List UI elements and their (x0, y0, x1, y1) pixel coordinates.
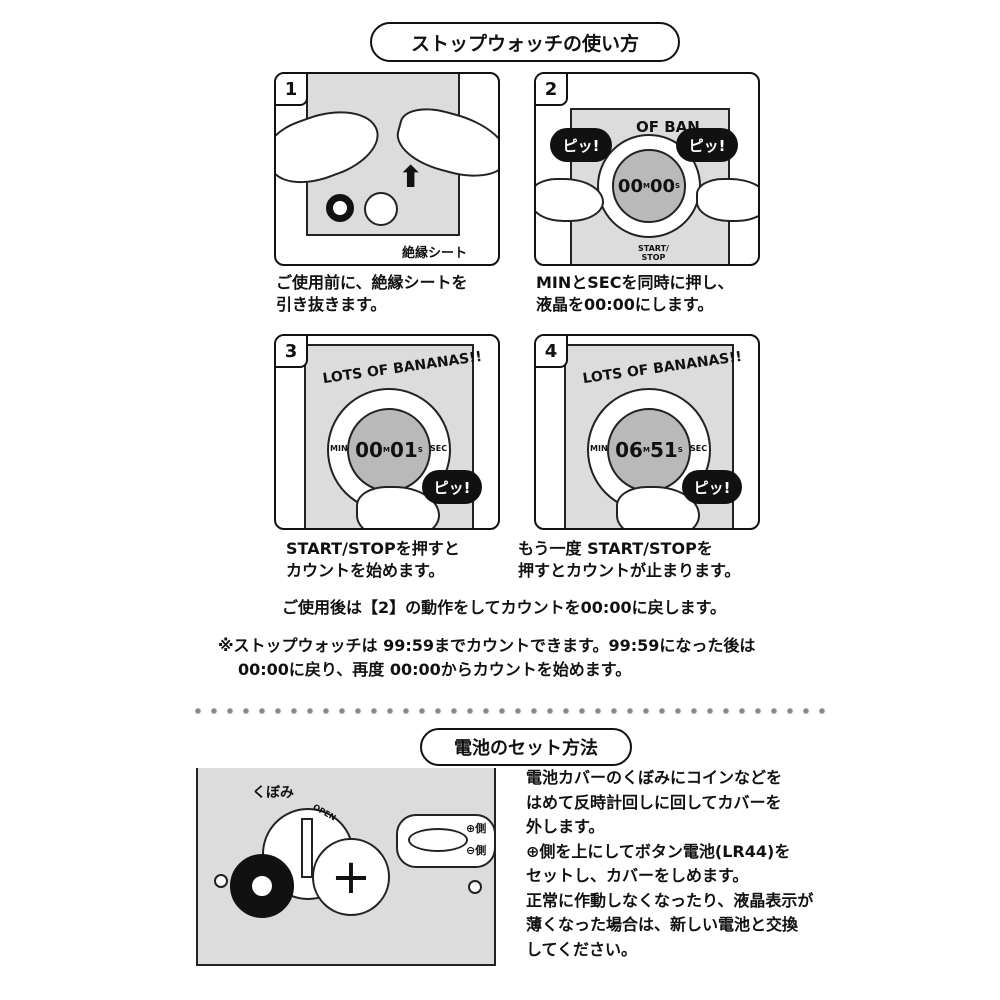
step-1-caption: ご使用前に、絶縁シートを 引き抜きます。 (276, 273, 468, 314)
battery-hole (326, 194, 354, 222)
plus-icon: + (330, 849, 372, 905)
kubomi-label: くぼみ (252, 785, 294, 801)
min-label: MIN (330, 444, 348, 453)
battery-instructions: 電池カバーのくぼみにコインなどを はめて反時計回しに回してカバーを 外します。 … (526, 768, 814, 959)
insulation-sheet-label: 絶縁シート (402, 246, 468, 261)
up-arrow-icon: ⬆ (398, 160, 424, 195)
battery-slot (364, 192, 398, 226)
plus-side-label: ⊕側 (466, 822, 487, 835)
beep-bubble: ピッ! (682, 470, 742, 504)
sec-label: SEC (430, 444, 448, 453)
finger-left (536, 178, 604, 222)
battery-illustration: くぼみ OPEN + ⊕側 ⊖側 (196, 768, 496, 968)
beep-bubble: ピッ! (422, 470, 482, 504)
minus-circle-icon: ⊖ (466, 844, 476, 857)
step-3-number: 3 (276, 336, 308, 368)
step-4-caption: もう一度 START/STOPを 押すとカウントが止まります。 (518, 539, 741, 580)
after-use-note: ご使用後は【2】の動作をしてカウントを00:00に戻します。 (282, 598, 726, 617)
start-stop-button-label: START/STOP (638, 244, 669, 262)
button-battery-icon (408, 828, 468, 852)
finger-right (696, 178, 758, 222)
step-2-caption: MINとSECを同時に押し、 液晶を00:00にします。 (536, 273, 734, 314)
battery-hole (230, 854, 294, 918)
step-3-caption: START/STOPを押すと カウントを始めます。 (286, 539, 460, 580)
step-2-number: 2 (536, 74, 568, 106)
screw-hole (214, 874, 228, 888)
battery-coin: + (312, 838, 390, 916)
limit-note: ※ストップウォッチは 99:59までカウントできます。99:59になった後は 0… (218, 636, 756, 679)
step-4-number: 4 (536, 336, 568, 368)
step-1-number: 1 (276, 74, 308, 106)
sec-label: SEC (690, 444, 708, 453)
plus-circle-icon: ⊕ (466, 822, 476, 835)
beep-bubble-right: ピッ! (676, 128, 738, 162)
stopwatch-title: ストップウォッチの使い方 (370, 22, 680, 62)
cover-notch (301, 818, 313, 878)
beep-bubble-left: ピッ! (550, 128, 612, 162)
battery-title: 電池のセット方法 (420, 728, 632, 766)
minus-side-label: ⊖側 (466, 844, 487, 857)
min-label: MIN (590, 444, 608, 453)
dotted-divider (190, 706, 830, 716)
step-1-illustration: 1 ⬆ 絶縁シート (274, 72, 500, 266)
screw-hole (468, 880, 482, 894)
